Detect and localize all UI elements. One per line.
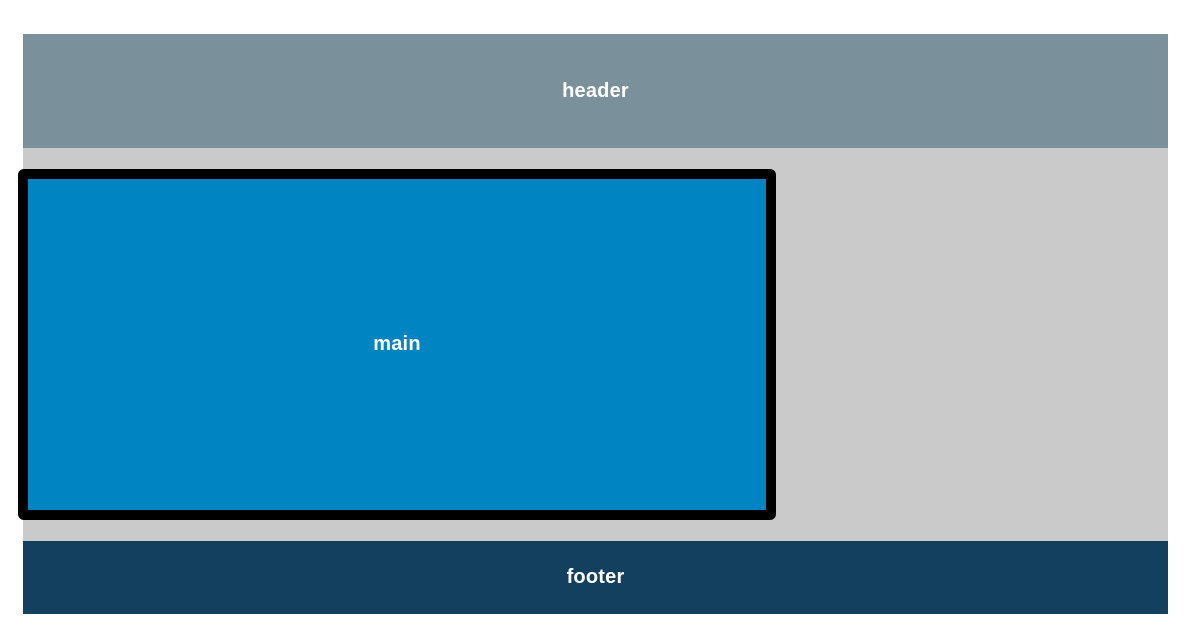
- content-region: main: [18, 148, 1168, 541]
- page-layout-diagram: header main footer: [18, 34, 1168, 614]
- footer-region: footer: [23, 541, 1168, 614]
- main-label: main: [373, 333, 421, 355]
- header-label: header: [562, 79, 629, 102]
- main-region: main: [18, 169, 776, 520]
- header-region: header: [23, 34, 1168, 148]
- footer-label: footer: [566, 566, 625, 588]
